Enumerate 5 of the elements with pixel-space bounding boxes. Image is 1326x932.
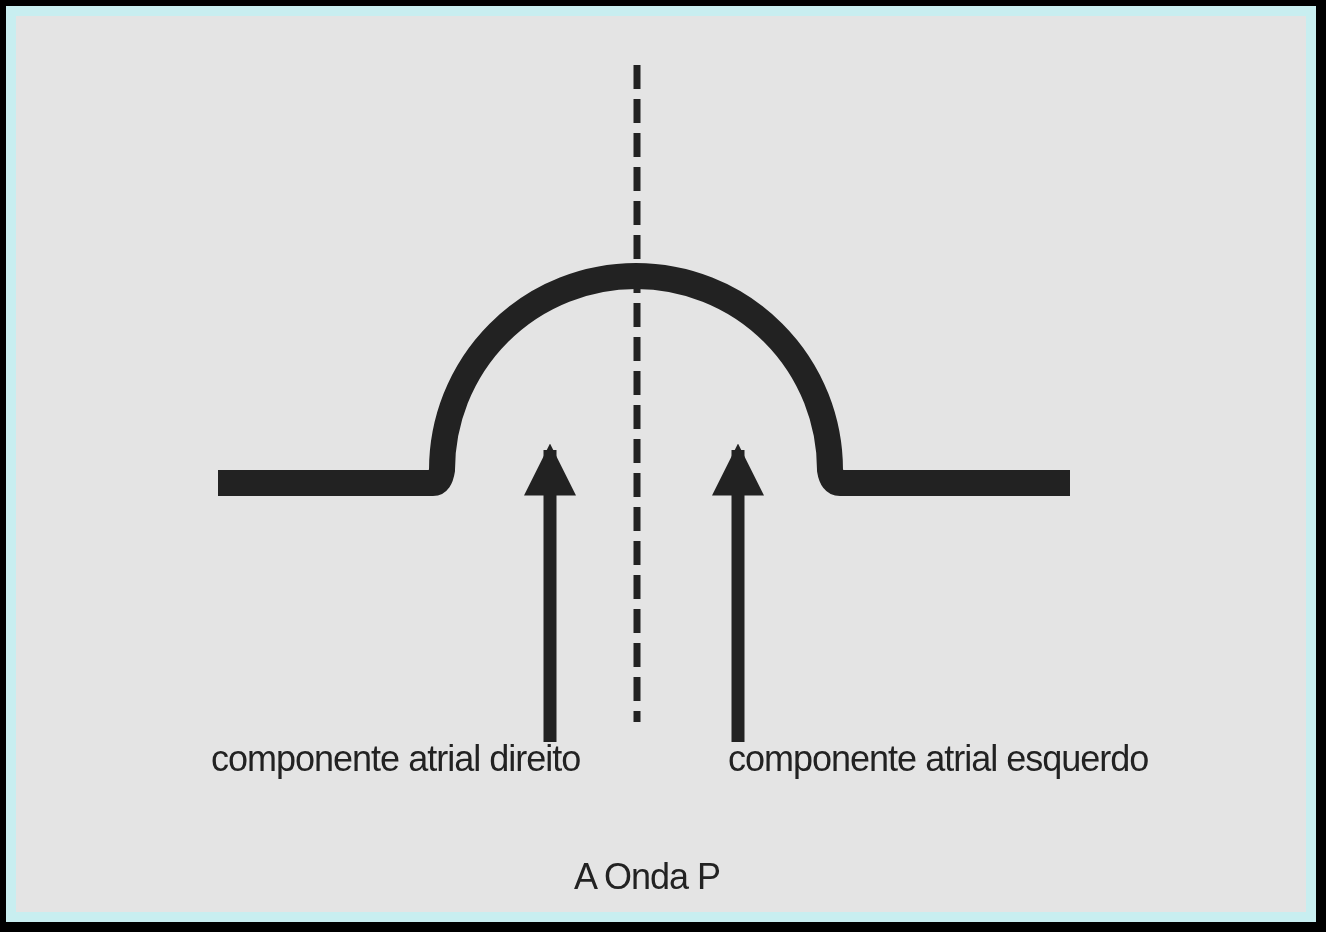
component-label: componente atrial direito bbox=[211, 738, 581, 780]
caption: A Onda P bbox=[572, 856, 722, 898]
arrow bbox=[524, 443, 576, 742]
component-label: componente atrial esquerdo bbox=[728, 738, 1149, 780]
arrow bbox=[712, 443, 764, 742]
